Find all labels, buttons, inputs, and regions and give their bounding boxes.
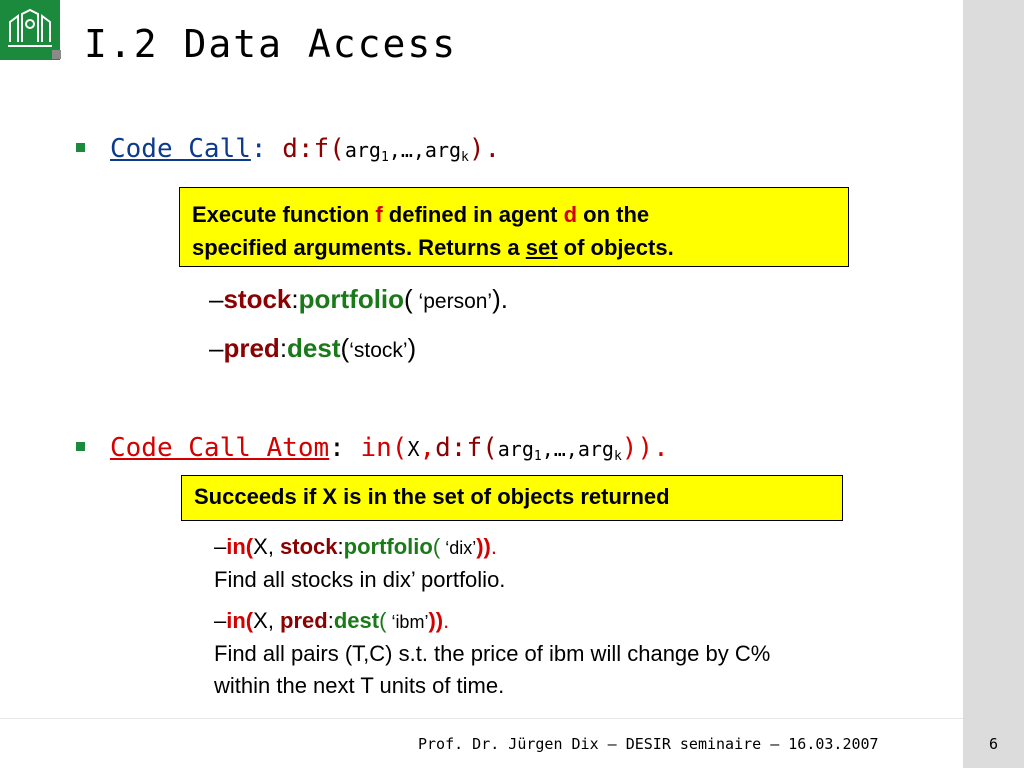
bullet1-colon: :	[250, 134, 283, 164]
code-call-definition-box: Execute function f defined in agent d on…	[179, 187, 849, 267]
example-3-description: Find all stocks in dix’ portfolio.	[214, 567, 506, 592]
bullet1-subk: k	[461, 150, 469, 165]
bullet1-suffix: ).	[468, 134, 501, 164]
function-f: f	[375, 202, 383, 227]
example-in-stock-portfolio: –in(X, stock:portfolio( ‘dix’)). Find al…	[214, 531, 505, 596]
agent-d: d	[563, 202, 578, 227]
bullet-code-call: Code Call: d:f(arg1,…,argk).	[110, 134, 500, 165]
bullet-marker	[76, 143, 85, 152]
bullet1-mid: ,…,arg	[388, 138, 462, 162]
box1-line1: Execute function f defined in agent d on…	[192, 202, 650, 227]
bullet1-sub1: 1	[380, 150, 389, 165]
footer-text: Prof. Dr. Jürgen Dix – DESIR seminaire –…	[418, 735, 879, 753]
example-stock-portfolio: –stock:portfolio( ‘person’).	[209, 284, 508, 314]
right-side-band	[963, 0, 1024, 768]
code-call-atom-term: Code Call Atom	[110, 433, 330, 463]
code-call-atom-definition-box: Succeeds if X is in the set of objects r…	[181, 475, 843, 521]
set-word: set	[525, 235, 558, 260]
example-pred-dest: –pred:dest(‘stock’)	[209, 333, 417, 363]
example-4-description-2: within the next T units of time.	[214, 673, 505, 698]
footer-divider	[0, 718, 963, 719]
bullet-marker	[76, 442, 85, 451]
page-number: 6	[989, 735, 999, 753]
box1-line2: specified arguments. Returns a set of ob…	[192, 235, 674, 260]
example-4-description-1: Find all pairs (T,C) s.t. the price of i…	[214, 641, 771, 666]
example-in-pred-dest: –in(X, pred:dest( ‘ibm’)). Find all pair…	[214, 605, 770, 702]
bullet1-prefix: d:f(	[282, 134, 345, 164]
bullet-code-call-atom: Code Call Atom: in(X,d:f(arg1,…,argk)).	[110, 433, 669, 464]
slide-title: I.2 Data Access	[84, 22, 458, 66]
code-call-term: Code Call	[110, 134, 251, 164]
bullet1-args: arg	[344, 138, 381, 162]
title-marker	[52, 50, 61, 59]
university-logo	[0, 0, 60, 60]
crest-icon	[8, 8, 52, 47]
